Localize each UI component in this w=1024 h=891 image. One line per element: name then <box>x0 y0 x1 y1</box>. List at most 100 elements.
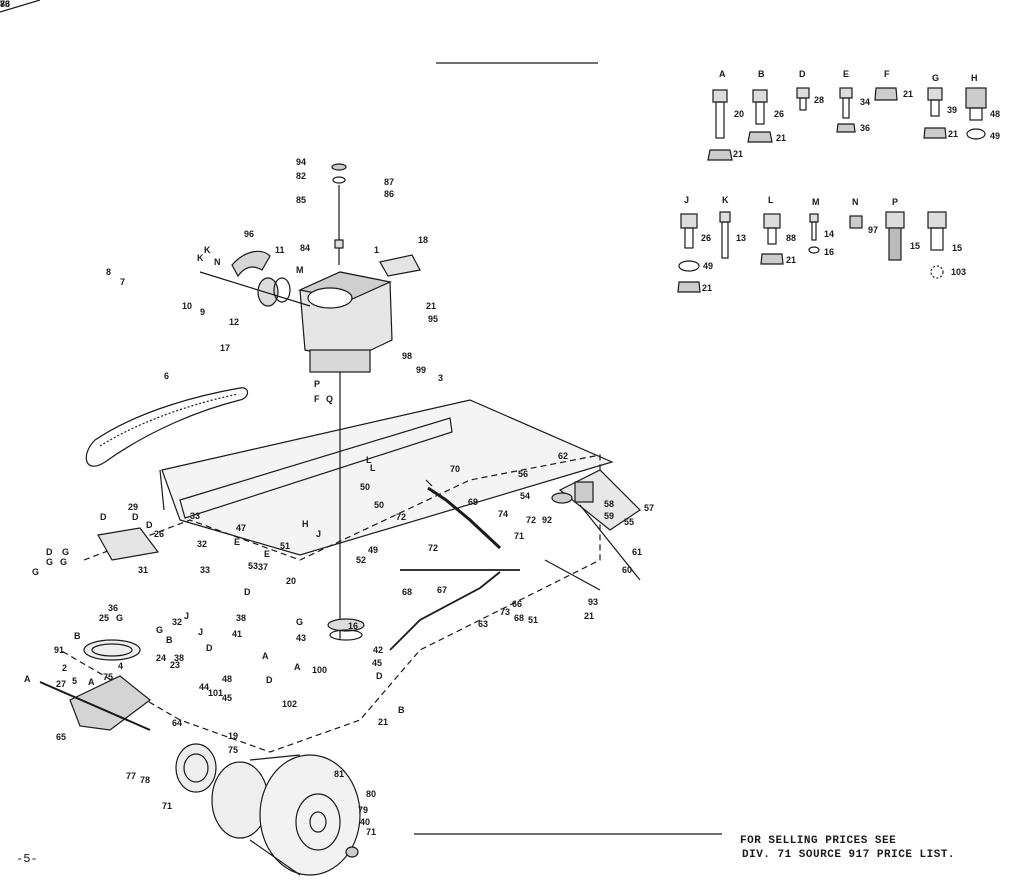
part-callout: 55 <box>624 517 635 527</box>
hardware-part-number: 39 <box>947 105 958 115</box>
hardware-part-number: 21 <box>733 149 744 159</box>
part-callout: G <box>60 557 68 567</box>
part-callout: 25 <box>99 613 110 623</box>
part-callout: 49 <box>368 545 379 555</box>
pulley <box>83 639 141 661</box>
part-callout: 18 <box>418 235 429 245</box>
part-callout: 79 <box>358 805 369 815</box>
hardware-part-number: 15 <box>910 241 921 251</box>
part-callout: 63 <box>478 619 489 629</box>
part-callout: 45 <box>372 658 383 668</box>
part-callout: D <box>266 675 273 685</box>
part-callout: 36 <box>108 603 119 613</box>
part-callout: 78 <box>140 775 151 785</box>
part-callout: 50 <box>360 482 371 492</box>
part-callout: J <box>316 529 322 539</box>
part-callout: 69 <box>468 497 479 507</box>
part-callout: 68 <box>514 613 525 623</box>
part-callout: D <box>376 671 383 681</box>
frame-panel <box>161 399 614 556</box>
transaxle <box>69 675 151 731</box>
part-callout: 44 <box>199 682 210 692</box>
part-callout: 2 <box>62 663 68 673</box>
part-callout: L <box>366 455 372 465</box>
part-callout: 54 <box>520 491 531 501</box>
hardware-letter: J <box>684 195 690 205</box>
part-callout: 56 <box>518 469 529 479</box>
part-callout: 70 <box>450 464 461 474</box>
page-number: -5- <box>16 852 38 866</box>
part-callout: 87 <box>384 177 395 187</box>
part-callout: D <box>244 587 251 597</box>
part-callout: 32 <box>172 617 183 627</box>
hardware-part-number: 20 <box>734 109 745 119</box>
decal <box>379 254 421 277</box>
part-callout: 100 <box>312 665 328 675</box>
part-callout: 32 <box>197 539 208 549</box>
part-callout: 86 <box>384 189 395 199</box>
hardware-part-number: 21 <box>786 255 797 265</box>
part-callout: 31 <box>138 565 149 575</box>
part-callout: 53 <box>248 561 259 571</box>
part-callout: P <box>314 379 321 389</box>
hardware-letter: B <box>758 69 765 79</box>
part-callout: 60 <box>622 565 633 575</box>
hardware-part-number: 21 <box>776 133 787 143</box>
part-callout: 11 <box>275 245 285 255</box>
part-callout: 101 <box>208 688 224 698</box>
part-callout: 16 <box>348 621 359 631</box>
hardware-part-number: 13 <box>736 233 747 243</box>
part-callout: 99 <box>416 365 427 375</box>
part-callout: D <box>100 512 107 522</box>
hardware-letter: K <box>722 195 729 205</box>
part-callout: 80 <box>366 789 377 799</box>
part-callout: 4 <box>118 661 124 671</box>
hardware-letter: H <box>971 73 978 83</box>
part-callout: E <box>264 549 271 559</box>
hardware-part-number: 49 <box>703 261 714 271</box>
engine <box>298 271 393 640</box>
wheel-hub <box>175 743 217 793</box>
corner-mark <box>0 0 41 13</box>
part-callout: 59 <box>604 511 615 521</box>
part-callout: 68 <box>402 587 413 597</box>
part-callout: 91 <box>54 645 65 655</box>
hardware-part-number: 14 <box>824 229 835 239</box>
part-callout: 51 <box>280 541 291 551</box>
part-callout: B <box>166 635 173 645</box>
part-callout: 37 <box>258 562 269 572</box>
part-callout: 71 <box>162 801 173 811</box>
part-callout: 96 <box>244 229 255 239</box>
part-callout: 45 <box>222 693 233 703</box>
part-callout: 71 <box>366 827 377 837</box>
part-callout: A <box>88 677 95 687</box>
hardware-part-number: 21 <box>702 283 713 293</box>
part-callout: 23 <box>170 660 181 670</box>
hardware-part-number: 88 <box>786 233 797 243</box>
hardware-legend <box>677 87 987 293</box>
part-callout: N <box>214 257 221 267</box>
part-callout: 47 <box>236 523 247 533</box>
part-callout: L <box>370 463 376 473</box>
part-callout: G <box>116 613 124 623</box>
hardware-part-number: 49 <box>990 131 1001 141</box>
part-callout: 83 <box>0 0 11 9</box>
part-callout: A <box>294 662 301 672</box>
part-callout: 9 <box>200 307 206 317</box>
part-callout: 26 <box>154 529 165 539</box>
part-callout: 98 <box>402 351 413 361</box>
hardware-letter: M <box>812 197 820 207</box>
part-callout: 1 <box>374 245 380 255</box>
part-callout: 64 <box>172 718 183 728</box>
part-callout: 41 <box>232 629 243 639</box>
part-callout: 3 <box>438 373 444 383</box>
part-callout: J <box>198 627 204 637</box>
hardware-letter: P <box>892 197 899 207</box>
part-callout: 19 <box>228 731 239 741</box>
part-callout: D <box>46 547 53 557</box>
part-callout: 33 <box>190 511 201 521</box>
part-callout: 82 <box>296 171 307 181</box>
hardware-part-number: 103 <box>951 267 967 277</box>
hardware-part-number: 97 <box>868 225 879 235</box>
part-callout: 66 <box>512 599 523 609</box>
